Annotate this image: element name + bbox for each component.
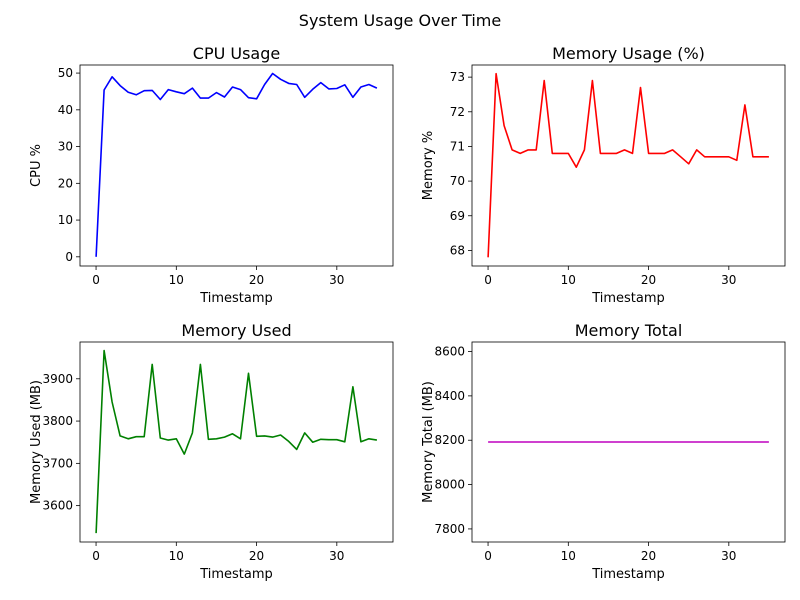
y-tick-label: 8200 bbox=[434, 433, 465, 447]
y-tick-label: 3800 bbox=[42, 414, 73, 428]
y-tick-label: 73 bbox=[450, 70, 465, 84]
x-axis-label: Timestamp bbox=[591, 567, 665, 582]
x-tick-label: 0 bbox=[484, 549, 492, 563]
x-tick-label: 20 bbox=[249, 273, 264, 287]
plot-frame bbox=[79, 341, 394, 543]
x-tick-label: 10 bbox=[169, 549, 184, 563]
y-axis-label: CPU % bbox=[29, 144, 44, 187]
x-tick-label: 20 bbox=[641, 549, 656, 563]
chart-panel-3: Memory Used 0 10 20 30 3600 3700 3800 3900Timest… bbox=[29, 321, 394, 582]
panel-title: Memory Usage (%) bbox=[552, 44, 705, 63]
panel-title: Memory Total bbox=[575, 321, 683, 340]
y-axis-label: Memory % bbox=[421, 131, 436, 200]
y-tick-label: 69 bbox=[450, 209, 465, 223]
x-tick-label: 30 bbox=[329, 549, 344, 563]
y-tick-label: 3700 bbox=[42, 456, 73, 470]
x-tick-label: 30 bbox=[721, 273, 736, 287]
plot-frame bbox=[471, 64, 786, 267]
series-line bbox=[487, 72, 769, 258]
plot-frame bbox=[79, 64, 394, 267]
x-tick-label: 20 bbox=[641, 273, 656, 287]
series-line bbox=[95, 349, 378, 534]
x-tick-label: 0 bbox=[92, 273, 100, 287]
chart-panel-4: Memory Total 0 10 20 30 7800 8000 8200 8400 8600T… bbox=[421, 321, 786, 582]
y-axis-label: Memory Total (MB) bbox=[421, 381, 436, 503]
y-tick-label: 70 bbox=[450, 174, 465, 188]
y-tick-label: 10 bbox=[58, 213, 73, 227]
y-tick-label: 30 bbox=[58, 140, 73, 154]
y-tick-label: 71 bbox=[450, 139, 465, 153]
x-tick-label: 0 bbox=[484, 273, 492, 287]
x-tick-label: 30 bbox=[329, 273, 344, 287]
x-axis-label: Timestamp bbox=[199, 291, 273, 306]
y-tick-label: 3900 bbox=[42, 372, 73, 386]
x-tick-label: 10 bbox=[561, 273, 576, 287]
chart-panel-2: Memory Usage (%) 0 10 20 30 68 69 70 71 72 73Times… bbox=[421, 44, 786, 306]
x-axis-label: Timestamp bbox=[199, 567, 273, 582]
x-tick-label: 0 bbox=[92, 549, 100, 563]
series-line bbox=[95, 72, 378, 257]
figure-title: System Usage Over Time bbox=[299, 11, 501, 30]
y-tick-label: 20 bbox=[58, 176, 73, 190]
panel-title: Memory Used bbox=[181, 321, 291, 340]
x-tick-label: 20 bbox=[249, 549, 264, 563]
panel-title: CPU Usage bbox=[193, 44, 280, 63]
y-tick-label: 3600 bbox=[42, 499, 73, 513]
y-tick-label: 8400 bbox=[434, 389, 465, 403]
x-tick-label: 10 bbox=[561, 549, 576, 563]
plot-frame bbox=[471, 341, 786, 543]
y-tick-label: 72 bbox=[450, 105, 465, 119]
y-tick-label: 40 bbox=[58, 103, 73, 117]
y-tick-label: 68 bbox=[450, 243, 465, 257]
x-axis-label: Timestamp bbox=[591, 291, 665, 306]
y-tick-label: 8000 bbox=[434, 478, 465, 492]
y-tick-label: 8600 bbox=[434, 345, 465, 359]
x-tick-label: 30 bbox=[721, 549, 736, 563]
y-tick-label: 7800 bbox=[434, 522, 465, 536]
y-tick-label: 50 bbox=[58, 66, 73, 80]
y-tick-label: 0 bbox=[65, 250, 73, 264]
y-axis-label: Memory Used (MB) bbox=[29, 380, 44, 504]
x-tick-label: 10 bbox=[169, 273, 184, 287]
